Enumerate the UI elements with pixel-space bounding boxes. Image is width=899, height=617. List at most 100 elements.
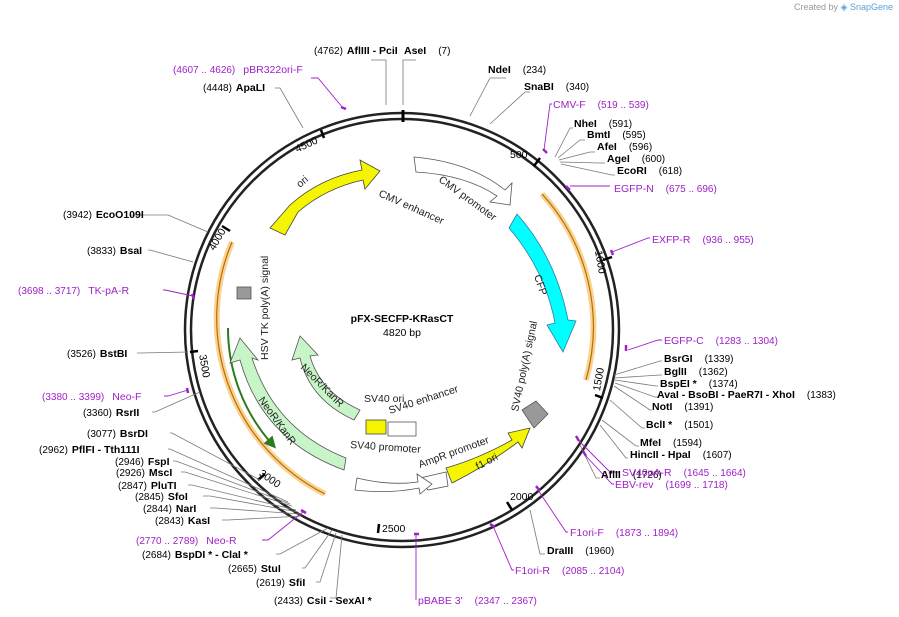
neo-track-line [216, 241, 326, 495]
primer-bar-neo-r [300, 508, 307, 515]
site-label-pflfI-tth111I: (2962)PflFI - Tth111I [39, 444, 140, 456]
site-label-ecoo109I: (3942)EcoO109I [63, 209, 144, 221]
neo-orf-arrow [226, 327, 276, 449]
site-label-aseI: AseI(7) [404, 45, 450, 57]
primer-label-egfp-c: EGFP-C(1283 .. 1304) [664, 335, 778, 347]
site-label-sfoI: (2845)SfoI [135, 491, 188, 503]
feature-label-f1-ori: f1 ori [474, 451, 500, 473]
sv40-enhancer-feature[interactable] [387, 421, 417, 437]
tick-mark-4000 [221, 224, 231, 233]
site-label-aflII: AflII(1726) [601, 469, 662, 481]
primer-label-f1ori-f: F1ori-F(1873 .. 1894) [570, 527, 678, 539]
tick-mark-3000 [257, 473, 266, 481]
primer-label-tk-pa-r: (3698 .. 3717)TK-pA-R [18, 285, 130, 297]
feature-label-hsv-tk-polya: HSV TK poly(A) signal [259, 256, 271, 360]
site-label-narI: (2844)NarI [143, 503, 196, 515]
tick-label-4500: 4500 [293, 135, 319, 156]
primer-label-f1ori-r: F1ori-R(2085 .. 2104) [515, 565, 624, 577]
tick-label-2000: 2000 [510, 491, 534, 503]
snapgene-logo-icon: ◈ [840, 2, 848, 12]
sv40-polya-feature[interactable] [521, 400, 549, 429]
primer-label-neo-f: (3380 .. 3399)Neo-F [42, 391, 141, 403]
primer-bar-exfp-r [609, 249, 615, 256]
f1-ori-feature-arrow[interactable] [445, 427, 531, 484]
site-label-bstbI: (3526)BstBI [67, 348, 127, 360]
egfp-track-line [541, 193, 594, 381]
site-label-csiI-sexaI: (2433)CsiI - SexAI * [274, 595, 373, 607]
site-label-draIII: DraIII(1960) [547, 545, 614, 557]
primer-label-pbabe-3: pBABE 3'(2347 .. 2367) [418, 595, 537, 607]
plasmid-name: pFX-SECFP-KRasCT [351, 313, 454, 325]
feature-label-neor-kanr-inner: NeoR/KanR [298, 362, 346, 410]
feature-label-sv40-promoter: SV40 promoter [350, 439, 422, 456]
site-label-bsaI: (3833)BsaI [87, 245, 142, 257]
site-label-mscI: (2926)MscI [116, 467, 172, 479]
tick-mark-500 [533, 157, 541, 167]
site-label-bsrdI: (3077)BsrDI [87, 428, 148, 440]
tick-mark-3500 [189, 349, 199, 354]
neor-kanr-inner-feature-arrow[interactable] [291, 335, 361, 421]
tick-mark-2000 [505, 501, 514, 511]
sv40-promoter-feature-arrow[interactable] [354, 473, 433, 495]
primer-label-sv40pa-r: SV40pA-R(1645 .. 1664) [622, 467, 746, 479]
primer-bar-sv40pa-r [574, 435, 581, 442]
neor-kanr-outer-feature-arrow[interactable] [229, 337, 347, 471]
credit-prefix: Created by [793, 2, 838, 12]
primer-bar-ebv-rev [581, 450, 588, 457]
site-label-kasI: (2843)KasI [155, 515, 210, 527]
hsv-tk-polya-feature[interactable] [236, 286, 252, 300]
tick-mark-4500 [319, 129, 326, 139]
site-label-notI: NotI(1391) [652, 401, 713, 413]
credit-brand: SnapGene [849, 2, 893, 12]
tick-mark-2500 [376, 523, 381, 534]
primer-bar-pbr322ori-f [340, 105, 347, 111]
site-label-mfeI: MfeI(1594) [640, 437, 702, 449]
site-label-bspdi-claI: (2684)BspDI * - ClaI * [142, 549, 249, 561]
cmv-enhancer-feature-arrow[interactable] [413, 156, 513, 206]
primer-bar-tk-pa-r [190, 293, 196, 300]
primer-bar-neo-f [185, 387, 190, 394]
site-label-bspeI: BspEI *(1374) [660, 378, 738, 390]
site-label-rsrII: (3360)RsrII [83, 407, 139, 419]
primer-bar-f1ori-r [489, 522, 496, 529]
site-label-nheI: NheI(591) [574, 118, 632, 130]
site-label-ecorI: EcoRI(618) [617, 165, 682, 177]
site-label-aflIII-pciI: (4762)AflIII - PciI [314, 45, 398, 57]
site-label-hincII-hpaI: HincII - HpaI(1607) [630, 449, 732, 461]
site-label-apaLI: (4448)ApaLI [203, 82, 265, 94]
cfp-feature-arrow[interactable] [508, 213, 577, 353]
primer-label-egfp-n: EGFP-N(675 .. 696) [614, 183, 717, 195]
site-label-bmtI: BmtI(595) [587, 129, 646, 141]
tick-mark-1500 [594, 393, 604, 400]
primer-bar-cmv-f [542, 148, 548, 154]
site-label-stuI: (2665)StuI [228, 563, 281, 575]
ori-feature-arrow[interactable] [269, 159, 381, 236]
feature-label-sv40-polya: SV40 poly(A) signal [509, 320, 540, 413]
primer-label-ebv-rev: EBV-rev(1699 .. 1718) [615, 479, 728, 491]
site-label-plutI: (2847)PluTI [118, 480, 177, 492]
site-label-bsrgI: BsrGI(1339) [664, 353, 734, 365]
primer-label-exfp-r: EXFP-R(936 .. 955) [652, 234, 754, 246]
snapgene-credit: Created by ◈ SnapGene [794, 2, 893, 13]
tick-label-1500: 1500 [591, 367, 607, 392]
primer-label-pbr322ori-f: (4607 .. 4626)pBR322ori-F [173, 64, 303, 76]
site-label-ndeI: NdeI(234) [488, 64, 546, 76]
tick-label-1000: 1000 [592, 250, 608, 275]
primer-bar-egfp-n [565, 185, 571, 191]
site-label-avaI-xhoI: AvaI - BsoBI - PaeR7I - XhoI(1383) [657, 389, 836, 401]
feature-label-cmv-enhancer: CMV enhancer [377, 188, 446, 228]
site-label-bglII: BglII(1362) [664, 366, 728, 378]
site-label-afeI: AfeI(596) [597, 141, 652, 153]
site-label-bclI: BclI *(1501) [646, 419, 713, 431]
sv40-ori-feature[interactable] [365, 419, 387, 435]
site-label-fspI: (2946)FspI [115, 456, 170, 468]
site-label-sfiI: (2619)SfiI [256, 577, 305, 589]
plasmid-length: 4820 bp [383, 327, 421, 339]
feature-label-ori: ori [294, 174, 311, 191]
primer-bar-f1ori-f [535, 485, 541, 492]
site-label-snabI: SnaBI(340) [524, 81, 589, 93]
tick-label-2500: 2500 [382, 523, 406, 535]
tick-label-500: 500 [510, 149, 528, 161]
primer-label-cmv-f: CMV-F(519 .. 539) [553, 99, 649, 111]
